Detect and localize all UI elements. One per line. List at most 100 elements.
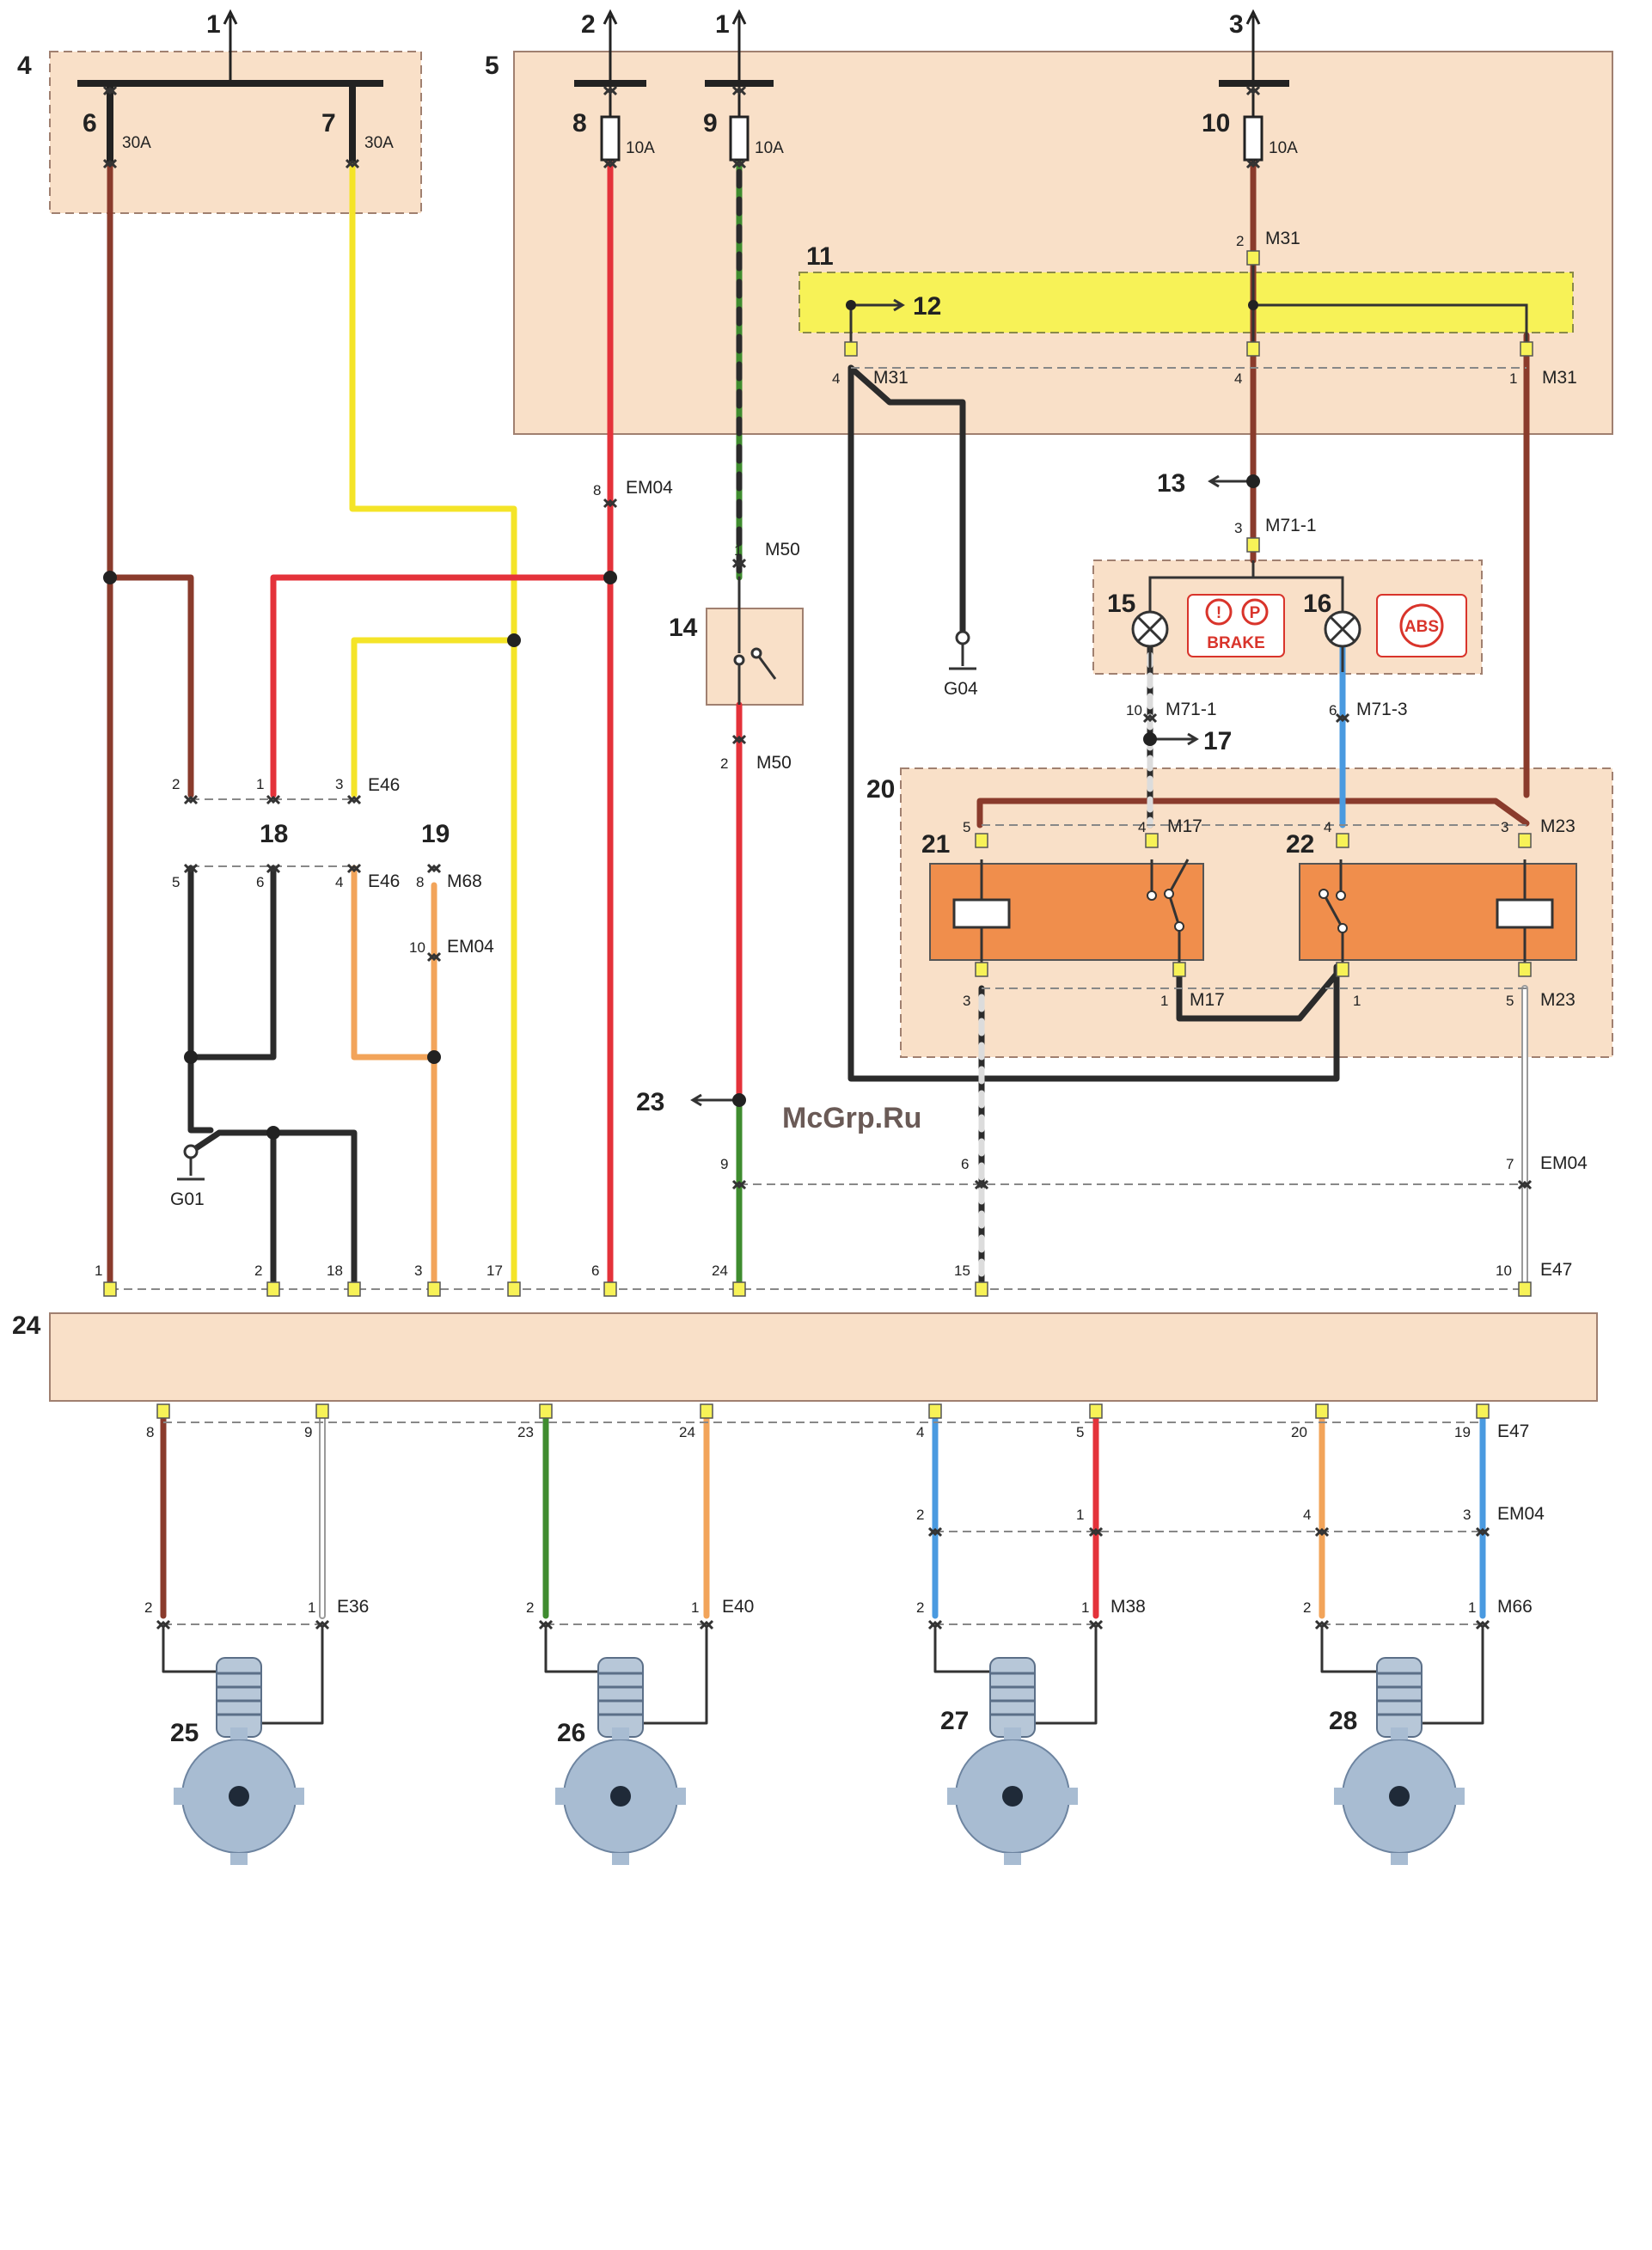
wire-brown-branch-18 (107, 574, 194, 798)
callout-10: 10 (1202, 109, 1230, 138)
conn-m38: M38 (1111, 1597, 1146, 1617)
fuse-9-rating: 10A (755, 139, 784, 157)
fuse-10 (1243, 115, 1263, 162)
pin-m23-3: 3 (1501, 819, 1508, 835)
callout-1-left: 1 (206, 10, 221, 39)
pin-em04-9: 9 (720, 1156, 728, 1172)
conn-m68: M68 (447, 871, 482, 891)
pin-em04-2: 2 (916, 1507, 924, 1523)
conn-m23-top: M23 (1540, 816, 1576, 836)
fuse-box-5-panel (513, 51, 1613, 435)
fuse-6-rating: 30A (122, 134, 151, 152)
wire-orange-e46 (351, 865, 437, 1061)
pin-m50-1: 1 (734, 542, 742, 559)
ground-g04-label: G04 (944, 679, 978, 699)
pin-e47-3: 3 (414, 1263, 422, 1279)
pin-m31-top: 2 (1236, 233, 1244, 249)
fuse-7-rating: 30A (364, 134, 394, 152)
pin-m38-2: 2 (916, 1599, 924, 1616)
pin-m71-3: 3 (1234, 520, 1242, 536)
pin-e47-20: 20 (1291, 1424, 1307, 1440)
wheel-sensor-28 (1342, 1656, 1457, 1854)
conn-m23-bottom: M23 (1540, 990, 1576, 1010)
pin-m31-4-left: 4 (832, 370, 840, 387)
callout-19: 19 (421, 820, 450, 848)
callout-7: 7 (321, 109, 336, 138)
callout-14: 14 (669, 614, 698, 642)
lamp-16-label: ABS (1404, 618, 1439, 636)
pin-m17-3: 3 (963, 993, 970, 1009)
instrument-cluster-11 (798, 272, 1574, 333)
pin-e47-6: 6 (591, 1263, 599, 1279)
conn-em04-mid: EM04 (1540, 1153, 1588, 1173)
pin-e46-4: 4 (335, 874, 343, 890)
pin-e47-8: 8 (146, 1424, 154, 1440)
callout-21: 21 (921, 830, 950, 859)
switch-14 (733, 608, 777, 705)
wire-yellow-branch-18 (351, 637, 517, 798)
callout-15: 15 (1107, 590, 1135, 618)
ground-g04-icon (949, 630, 976, 670)
callout-24: 24 (12, 1311, 41, 1340)
wire-red-branch-18 (270, 574, 614, 798)
pin-e47-19: 19 (1454, 1424, 1471, 1440)
callout-27: 27 (940, 1707, 969, 1735)
pin-e47-2: 2 (254, 1263, 262, 1279)
callout-12: 12 (913, 292, 941, 321)
pin-m71-6: 6 (1329, 702, 1337, 718)
wheel-sensor-26 (563, 1656, 678, 1854)
pin-em04-10: 10 (409, 939, 425, 956)
pin-e36-1: 1 (308, 1599, 315, 1616)
pin-e47-9: 9 (304, 1424, 312, 1440)
pin-m68-8: 8 (416, 874, 424, 890)
fuse-10-rating: 10A (1269, 139, 1298, 157)
pin-e46-6: 6 (256, 874, 264, 890)
pin-e46-5: 5 (172, 874, 180, 890)
conn-m71-3: M71-3 (1356, 700, 1408, 719)
pin-m31-1: 1 (1509, 370, 1517, 387)
callout-26: 26 (557, 1719, 585, 1747)
pin-m17-4: 4 (1138, 819, 1146, 835)
callout-23: 23 (636, 1088, 664, 1116)
brake-warning-icon: ! P BRAKE (1187, 594, 1285, 657)
fuse-9 (729, 115, 750, 162)
conn-e40: E40 (722, 1597, 754, 1617)
callout-4: 4 (17, 52, 32, 80)
callout-13: 13 (1157, 469, 1185, 498)
conn-em04-top: EM04 (626, 478, 673, 498)
wire-yellow-fuse7 (349, 160, 517, 1293)
wire-black-relay-link (1176, 963, 1346, 1022)
lamp-15-label: BRAKE (1207, 634, 1265, 652)
pin-m23-4: 4 (1324, 819, 1331, 835)
pin-e46-3: 3 (335, 776, 343, 792)
callout-25: 25 (170, 1719, 199, 1747)
pin-m71-10: 10 (1126, 702, 1142, 718)
conn-e46-top: E46 (368, 775, 400, 795)
ground-g01-icon (177, 1144, 205, 1181)
conn-m71-1-top: M71-1 (1265, 516, 1317, 535)
pin-em04-7: 7 (1506, 1156, 1514, 1172)
pin-m23-5: 5 (1506, 993, 1514, 1009)
pin-m66-2: 2 (1303, 1599, 1311, 1616)
pin-e47-24: 24 (712, 1263, 728, 1279)
pin-em04-4: 4 (1303, 1507, 1311, 1523)
callout-22: 22 (1286, 830, 1314, 859)
pin-e46-2: 2 (172, 776, 180, 792)
pin-e46-1: 1 (256, 776, 264, 792)
pin-e47-23: 24 (679, 1424, 695, 1440)
conn-e46-bottom: E46 (368, 871, 400, 891)
callout-2: 2 (581, 10, 596, 39)
wheel-sensor-25 (181, 1656, 297, 1854)
callout-8: 8 (572, 109, 587, 138)
pin-e40-2: 2 (526, 1599, 534, 1616)
pin-em04-6: 6 (961, 1156, 969, 1172)
wire-black-g04 (847, 364, 966, 639)
fuse-8-rating: 10A (626, 139, 655, 157)
pin-m66-1: 1 (1468, 1599, 1476, 1616)
pin-m31-4-mid: 4 (1234, 370, 1242, 387)
wire-black-m31-relay22 (847, 364, 1340, 1082)
pin-e47-5: 5 (1076, 1424, 1084, 1440)
pin-e47-4: 4 (916, 1424, 924, 1440)
pin-em04-1: 1 (1076, 1507, 1084, 1523)
